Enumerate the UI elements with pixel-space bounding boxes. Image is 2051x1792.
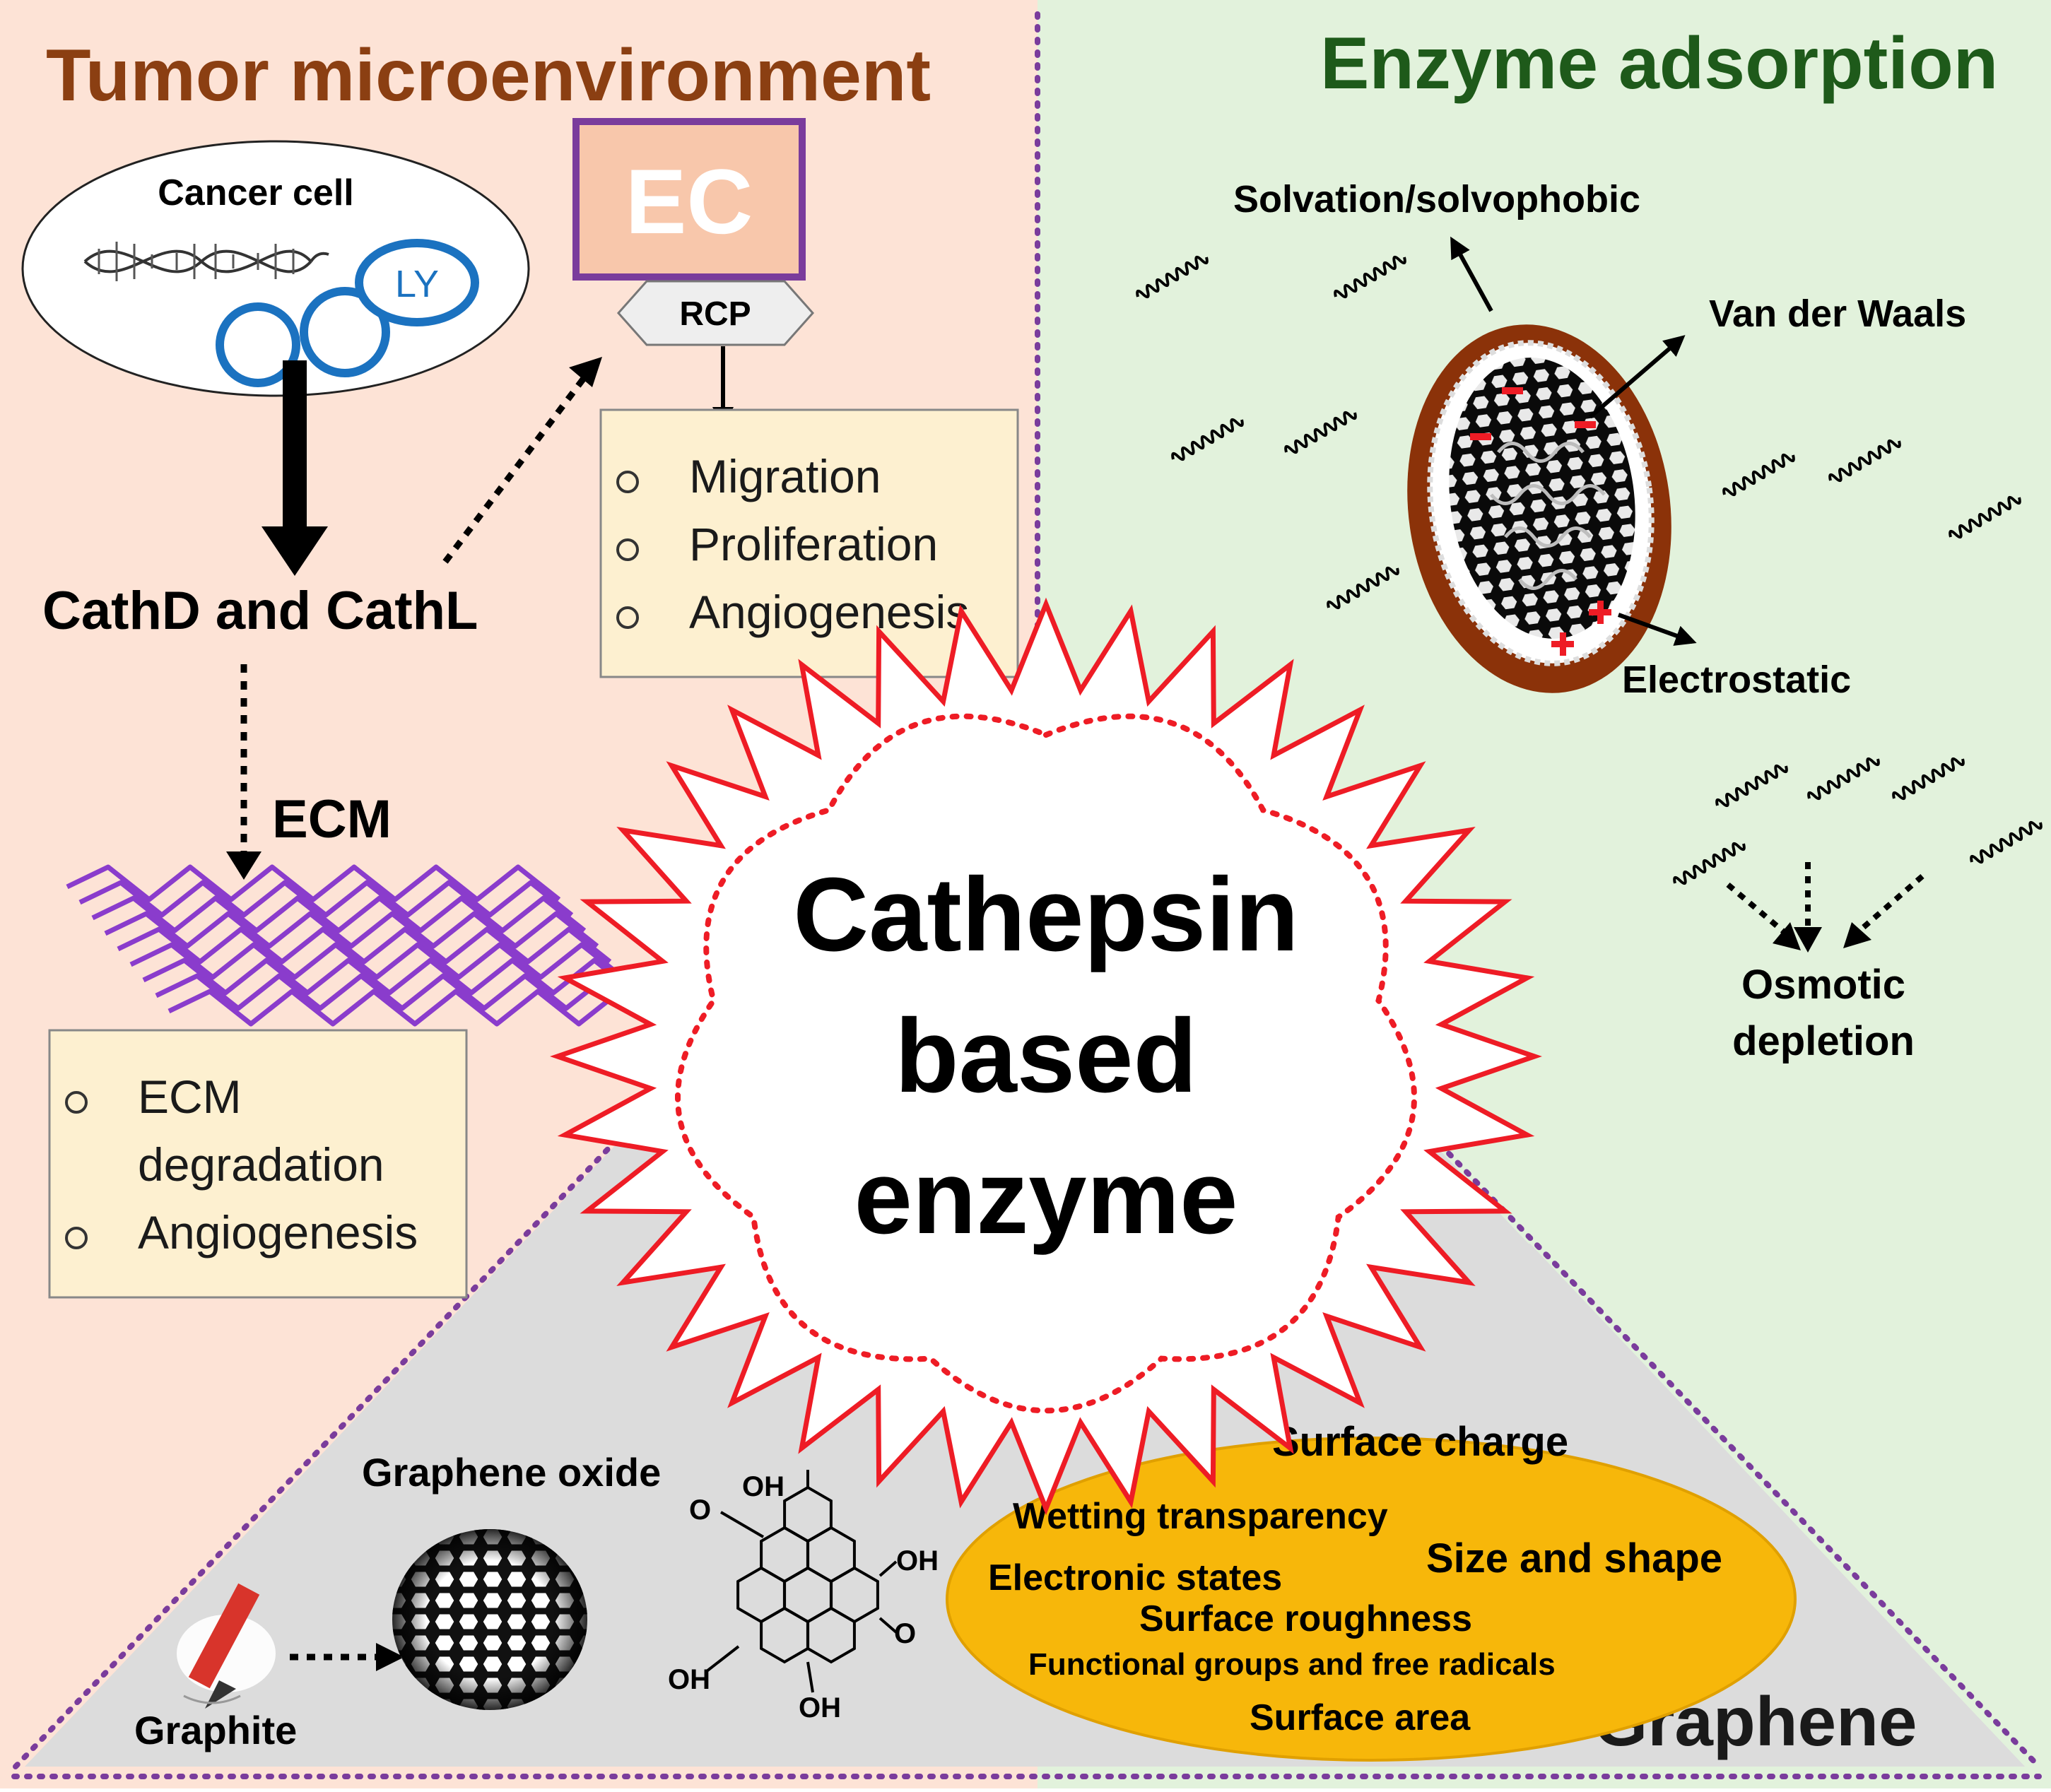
lysosome-2 <box>300 287 390 377</box>
vdw-arrow <box>1589 335 1686 419</box>
ecm-effect-degradation: degradation <box>138 1138 384 1191</box>
ecm-effects-bullets <box>65 1091 88 1249</box>
lysosome-ly <box>355 239 479 326</box>
prop-wetting: Wetting transparency <box>1013 1496 1388 1537</box>
graphite-label: Graphite <box>134 1708 297 1752</box>
secretion-arrow-head <box>261 526 328 576</box>
ecm-fibers <box>66 864 663 1027</box>
adsorbed-enzyme <box>1490 442 1606 590</box>
osmotic-label-1: Osmotic <box>1741 962 1905 1008</box>
properties-ellipse <box>946 1437 1797 1762</box>
go-oh-top: OH <box>742 1471 784 1502</box>
lysosome-1 <box>216 302 300 387</box>
enzyme-molecules <box>1136 255 2043 885</box>
rcp-label: RCP <box>679 295 751 333</box>
solvation-label: Solvation/solvophobic <box>1233 178 1640 220</box>
cathepsins-label: CathD and CathL <box>42 581 478 641</box>
prop-size-shape: Size and shape <box>1426 1535 1722 1581</box>
osmotic-label-2: depletion <box>1732 1018 1915 1064</box>
dna-rungs <box>98 242 295 281</box>
dna-icon <box>83 249 329 273</box>
ecm-effect-ecm: ECM <box>138 1071 242 1123</box>
center-line3: enzyme <box>854 1139 1238 1256</box>
osmotic-arrows <box>1726 862 1924 937</box>
cath-to-ec-arrow <box>442 372 589 564</box>
go-oh-bottom-left: OH <box>668 1664 710 1695</box>
pencil-icon <box>177 1583 276 1709</box>
cath-to-ec-arrowhead <box>569 357 602 387</box>
prop-area: Surface area <box>1250 1697 1471 1738</box>
ecm-effects-box <box>48 1029 468 1299</box>
center-line1: Cathepsin <box>793 856 1298 973</box>
osmotic-arrowheads <box>1773 922 1871 953</box>
cath-to-ecm-arrowhead <box>226 851 261 880</box>
go-molecule <box>705 1470 898 1693</box>
ec-label: EC <box>625 150 753 253</box>
electrostatic-arrow <box>1617 613 1697 646</box>
ecm-effect-angiogenesis: Angiogenesis <box>138 1206 418 1258</box>
ec-effect-angiogenesis: Angiogenesis <box>689 586 969 638</box>
go-oh-bottom: OH <box>799 1692 841 1723</box>
graphite-arrowhead <box>376 1643 404 1671</box>
go-o-left: O <box>689 1495 711 1526</box>
electrostatic-label: Electrostatic <box>1622 659 1851 701</box>
graphene-oxide-label: Graphene oxide <box>362 1450 661 1495</box>
solvation-arrow <box>1450 236 1493 312</box>
prop-functional: Functional groups and free radicals <box>1028 1647 1556 1682</box>
go-o-right: O <box>894 1618 916 1649</box>
ec-effects-box <box>599 408 1019 678</box>
ecm-label: ECM <box>272 789 392 849</box>
center-line2: based <box>895 998 1197 1114</box>
prop-electronic: Electronic states <box>988 1557 1282 1598</box>
ec-effects-bullets <box>616 471 639 629</box>
prop-surface-charge: Surface charge <box>1272 1419 1568 1465</box>
secretion-arrow-shaft <box>283 360 307 530</box>
central-cloud <box>675 713 1417 1414</box>
ec-effect-migration: Migration <box>689 450 881 502</box>
vdw-label: Van der Waals <box>1709 293 1966 335</box>
ec-box <box>572 118 806 281</box>
ec-effect-proliferation: Proliferation <box>689 518 938 570</box>
ly-label: LY <box>395 263 439 305</box>
tumor-title: Tumor microenvironment <box>46 35 931 117</box>
cancer-cell-label: Cancer cell <box>158 172 354 213</box>
surface-charges <box>1470 387 1611 656</box>
graphene-oxide-shade <box>392 1529 587 1710</box>
go-oh-right: OH <box>896 1545 939 1576</box>
enzyme-title: Enzyme adsorption <box>1320 23 1998 105</box>
prop-roughness: Surface roughness <box>1139 1598 1472 1639</box>
rcp-hexagon <box>616 280 815 346</box>
